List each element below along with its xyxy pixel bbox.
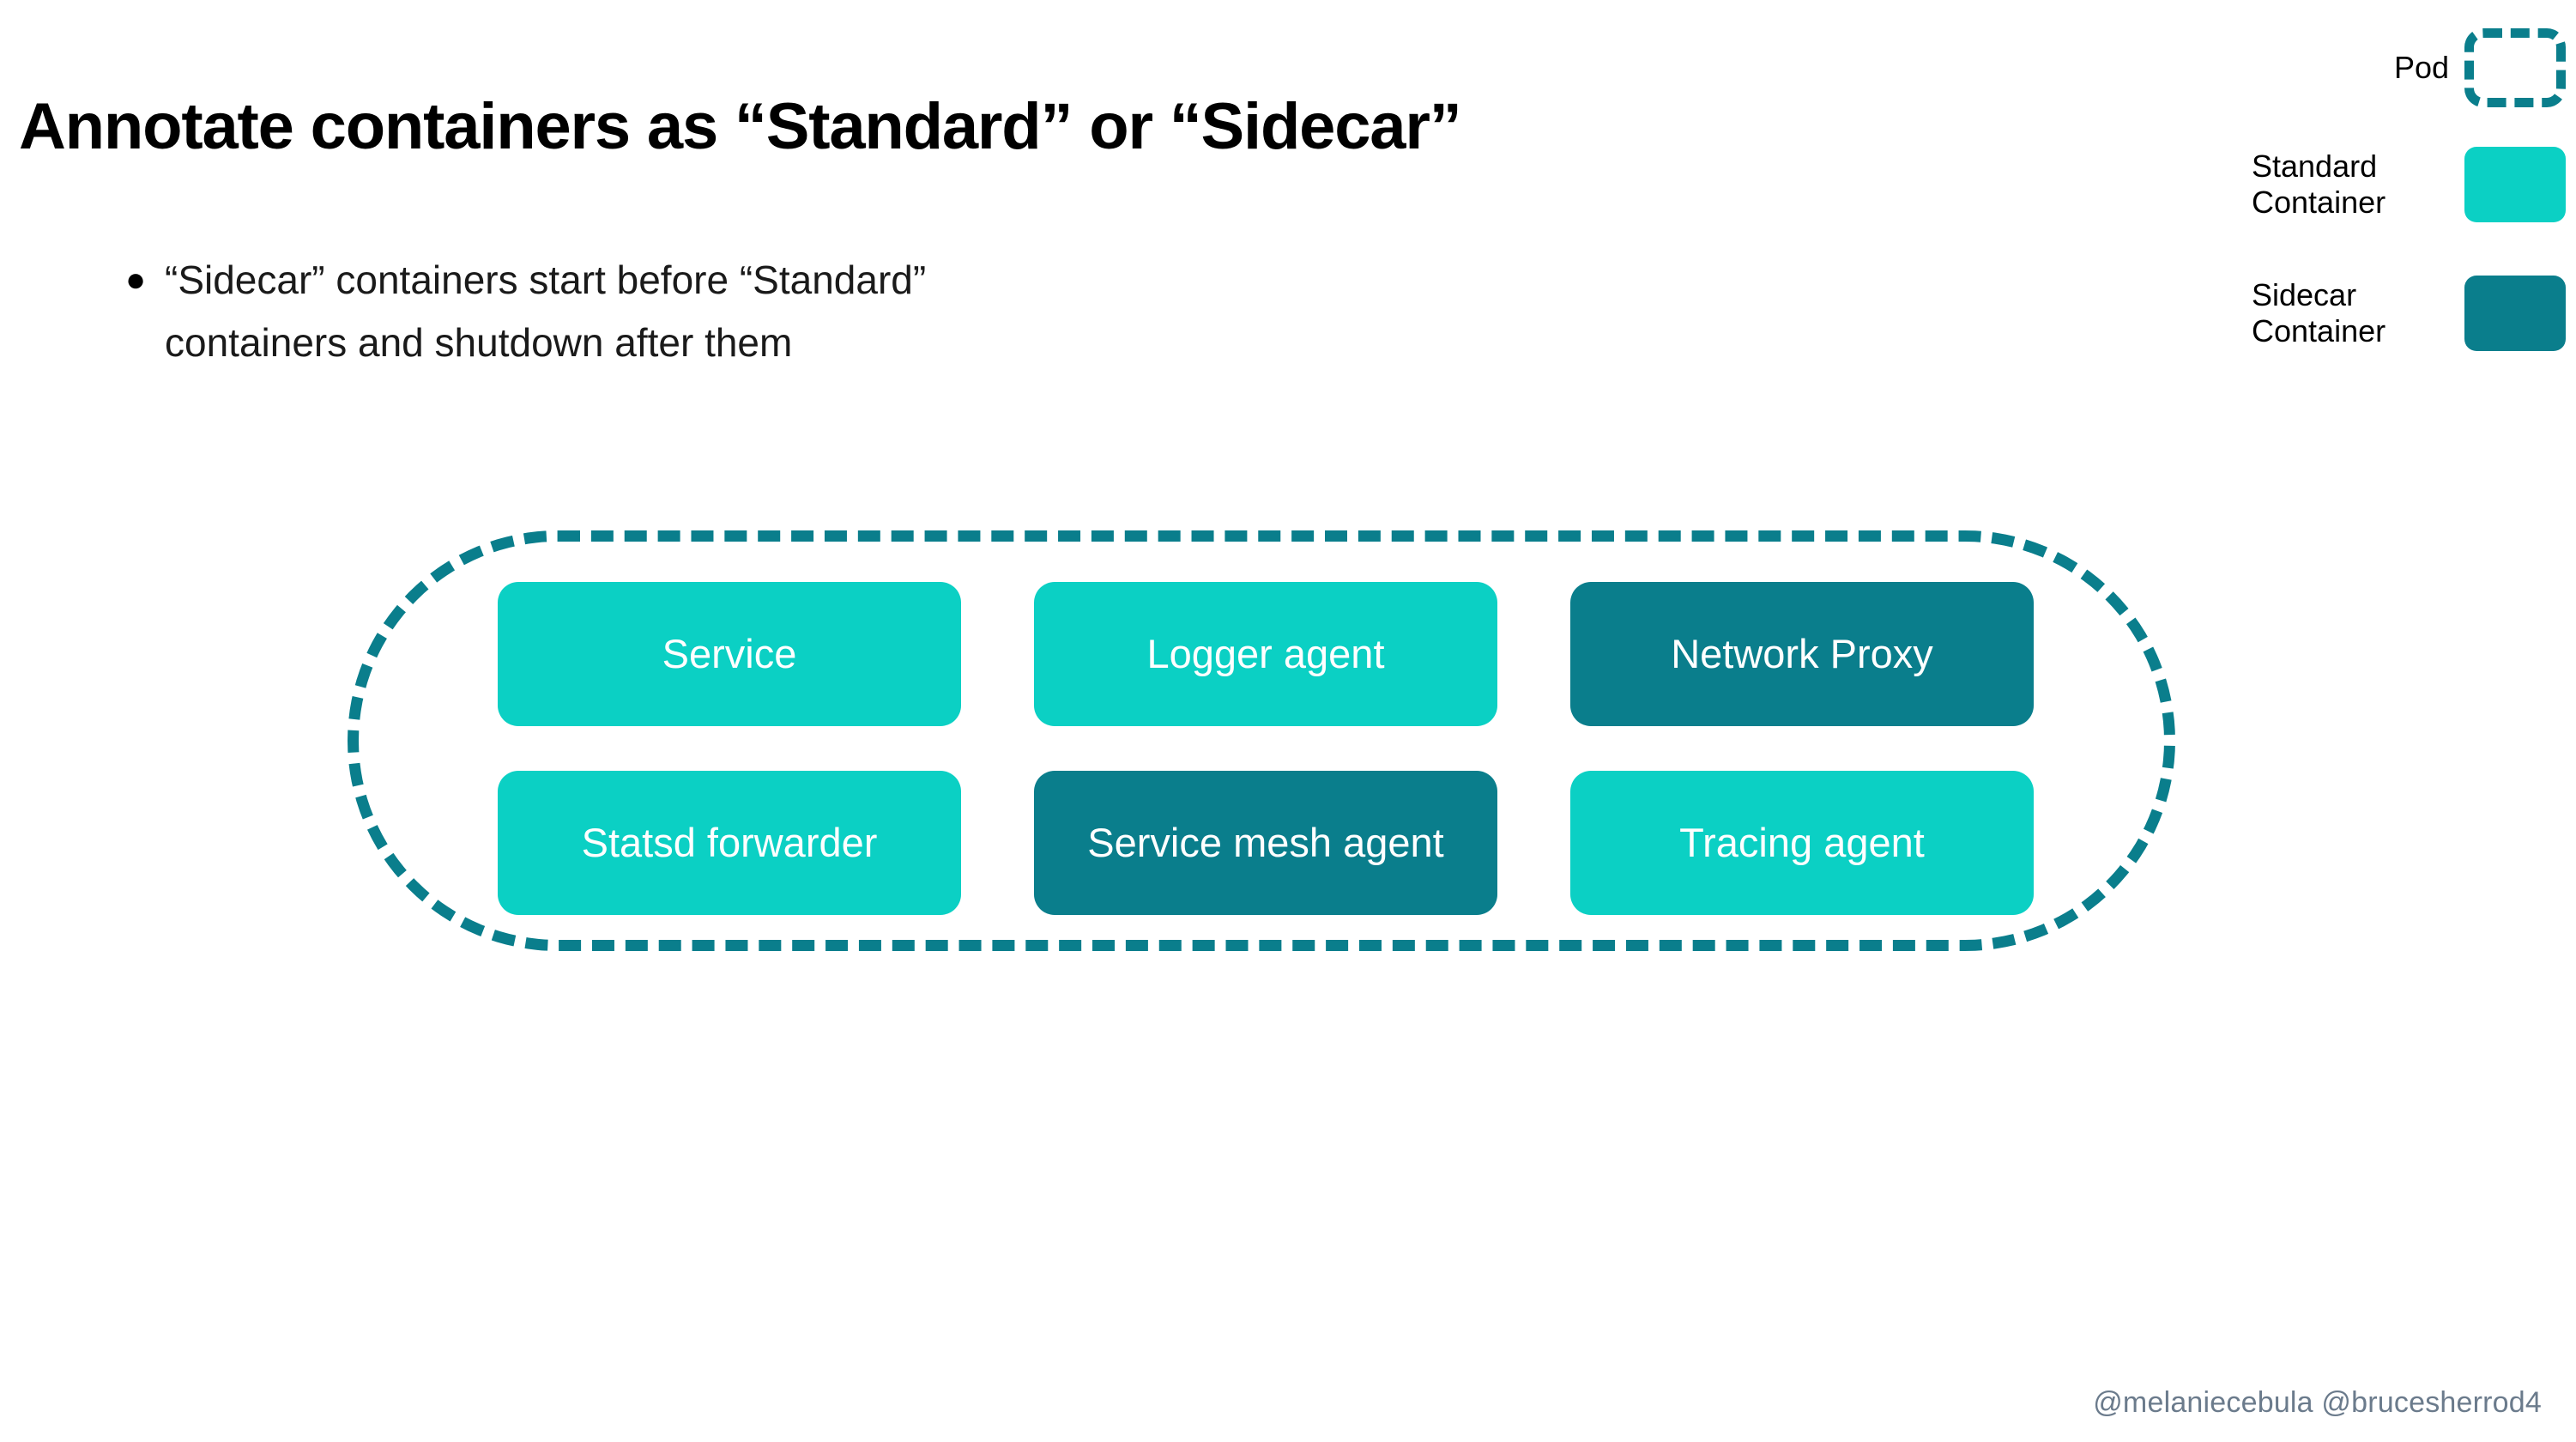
legend-label-standard-container: Standard Container [2252, 148, 2386, 220]
container-grid: Service Logger agent Network Proxy Stats… [498, 582, 2034, 915]
page-title: Annotate containers as “Standard” or “Si… [19, 90, 1462, 163]
container-box-logger-agent: Logger agent [1034, 582, 1497, 726]
bullet-list: ● “Sidecar” containers start before “Sta… [103, 249, 1047, 374]
legend-label-sidecar-container: Sidecar Container [2252, 277, 2386, 348]
pod-dashed-outline-icon [2464, 28, 2566, 107]
legend: Pod Standard Container Sidecar Container [2180, 9, 2566, 378]
container-box-tracing-agent: Tracing agent [1570, 771, 2034, 915]
legend-item-sidecar-container: Sidecar Container [2180, 266, 2566, 360]
container-box-statsd-forwarder: Statsd forwarder [498, 771, 961, 915]
legend-label-pod: Pod [2393, 50, 2449, 86]
container-box-service-mesh-agent: Service mesh agent [1034, 771, 1497, 915]
container-box-service: Service [498, 582, 961, 726]
legend-item-standard-container: Standard Container [2180, 137, 2566, 232]
bullet-text: “Sidecar” containers start before “Stand… [165, 258, 927, 365]
standard-container-swatch-icon [2464, 147, 2566, 222]
pod-diagram: Service Logger agent Network Proxy Stats… [348, 530, 2175, 951]
footer-social-handles: @melaniecebula @brucesherrod4 [2093, 1386, 2542, 1419]
container-box-network-proxy: Network Proxy [1570, 582, 2034, 726]
sidecar-container-swatch-icon [2464, 276, 2566, 351]
bullet-point-icon: ● [125, 261, 147, 299]
legend-item-pod: Pod [2180, 21, 2566, 115]
list-item: ● “Sidecar” containers start before “Sta… [103, 249, 1047, 374]
